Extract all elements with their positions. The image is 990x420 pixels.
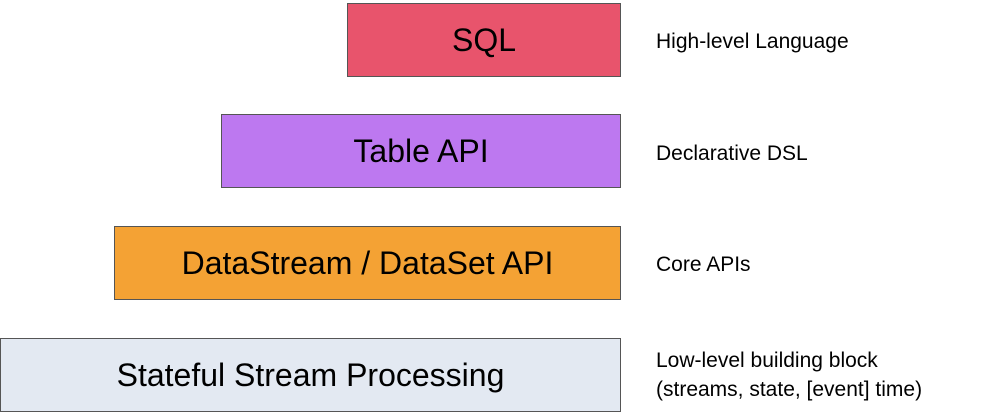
layer-table-api: Table API	[221, 114, 621, 188]
layer-datastream-api-label: DataStream / DataSet API	[181, 244, 554, 281]
layer-stateful-stream-processing: Stateful Stream Processing	[0, 338, 621, 412]
layer-table-api-description: Declarative DSL	[656, 142, 808, 165]
layer-sql: SQL	[347, 3, 621, 77]
layer-sql-label: SQL	[451, 21, 517, 58]
layer-sql-description: High-level Language	[656, 30, 849, 53]
layer-stateful-stream-processing-description: Low-level building block (streams, state…	[656, 349, 923, 401]
layer-datastream-api-description: Core APIs	[656, 253, 751, 276]
layer-table-api-label: Table API	[353, 132, 489, 169]
layer-stateful-stream-processing-label: Stateful Stream Processing	[116, 356, 505, 393]
layer-datastream-api: DataStream / DataSet API	[114, 226, 621, 300]
